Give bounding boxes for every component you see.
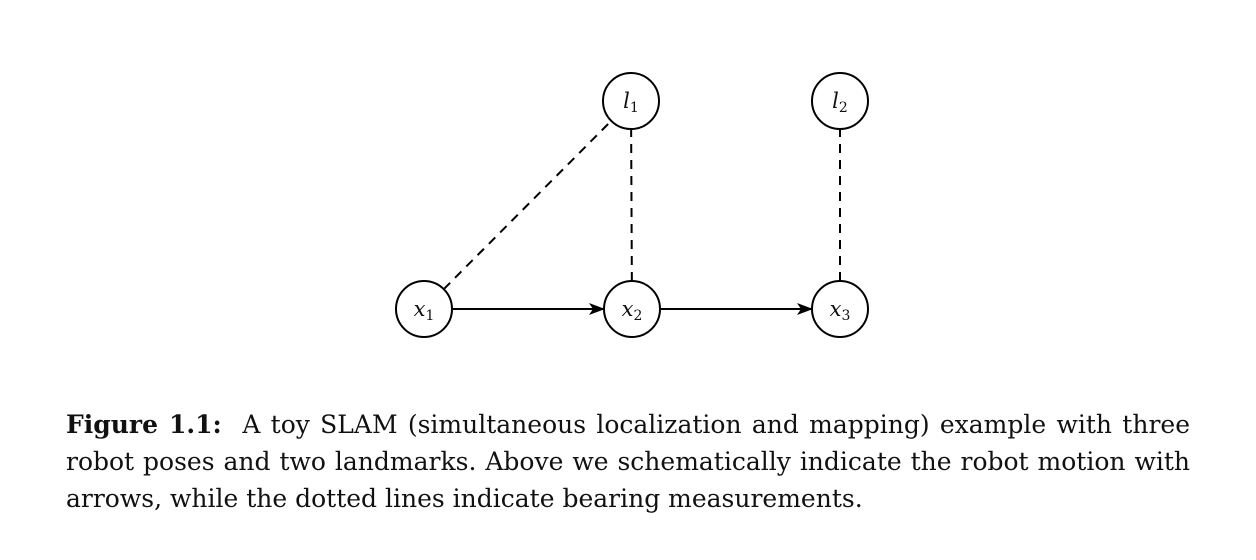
node-label-x3: x3 — [830, 297, 851, 324]
caption-text: A toy SLAM (simultaneous localization an… — [66, 410, 1190, 513]
node-circle — [602, 72, 660, 130]
bearing-line-x2-l1 — [630, 128, 633, 282]
node-label-x1: x1 — [414, 297, 435, 324]
node-circle — [395, 280, 453, 338]
bearing-line-x1-l1 — [443, 120, 612, 290]
figure-label: Figure 1.1: — [66, 410, 222, 439]
pose-node-x1: x1 — [395, 280, 453, 338]
node-circle — [603, 280, 661, 338]
node-label-x2: x2 — [622, 297, 643, 324]
slam-diagram: x1 x2 x3 l1 l2 — [395, 72, 869, 338]
landmark-node-l2: l2 — [811, 72, 869, 130]
pose-node-x2: x2 — [603, 280, 661, 338]
node-circle — [811, 72, 869, 130]
landmark-node-l1: l1 — [602, 72, 660, 130]
figure-caption: Figure 1.1: A toy SLAM (simultaneous loc… — [66, 406, 1190, 517]
pose-node-x3: x3 — [811, 280, 869, 338]
node-label-l1: l1 — [623, 89, 639, 116]
node-label-l2: l2 — [832, 89, 848, 116]
node-circle — [811, 280, 869, 338]
